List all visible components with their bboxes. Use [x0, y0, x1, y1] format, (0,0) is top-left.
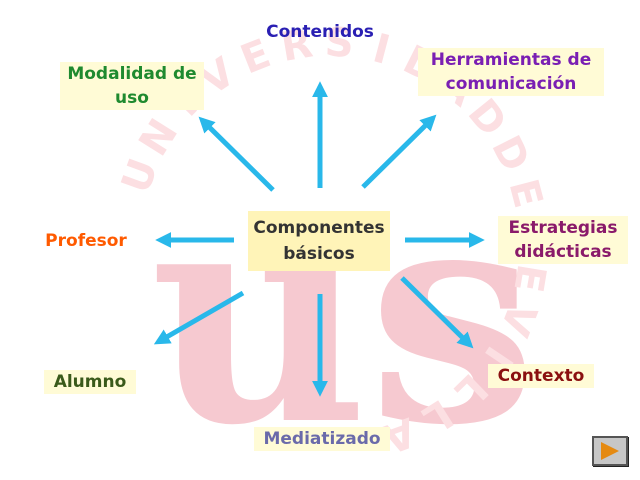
- node-alumno: Alumno: [44, 370, 136, 394]
- arrow-alumno: [153, 290, 245, 345]
- center-line-1: Componentes: [253, 218, 385, 238]
- center-line-2: básicos: [283, 244, 355, 264]
- node-herramientas: Herramientas de comunicación: [418, 48, 604, 96]
- node-estrategias-line-2: didácticas: [514, 242, 612, 262]
- node-modalidad-line-1: Modalidad de: [67, 64, 197, 84]
- arrow-modalidad: [198, 116, 275, 192]
- node-herramientas-line-2: comunicación: [445, 74, 577, 94]
- arrow-herramientas: [361, 114, 437, 189]
- node-modalidad-line-2: uso: [115, 88, 149, 108]
- node-profesor: Profesor: [38, 229, 134, 253]
- arrow-contexto: [400, 276, 474, 349]
- node-profesor-text: Profesor: [45, 231, 127, 251]
- node-estrategias: Estrategias didácticas: [498, 216, 628, 264]
- node-mediatizado-text: Mediatizado: [263, 429, 381, 449]
- watermark-letter: S: [324, 20, 355, 67]
- watermark-letter: R: [278, 21, 316, 71]
- node-mediatizado: Mediatizado: [254, 427, 390, 451]
- node-estrategias-line-1: Estrategias: [508, 218, 618, 238]
- node-contexto: Contexto: [488, 364, 594, 388]
- triangle-right-icon: [601, 442, 619, 460]
- node-contenidos-text: Contenidos: [266, 22, 374, 42]
- node-herramientas-line-1: Herramientas de: [430, 50, 592, 70]
- node-contexto-text: Contexto: [497, 366, 585, 386]
- node-contenidos: Contenidos: [252, 20, 388, 44]
- next-slide-button[interactable]: [592, 436, 628, 466]
- node-alumno-text: Alumno: [53, 372, 127, 392]
- center-node-componentes-basicos: Componentes básicos: [248, 211, 390, 271]
- node-modalidad: Modalidad de uso: [60, 62, 204, 110]
